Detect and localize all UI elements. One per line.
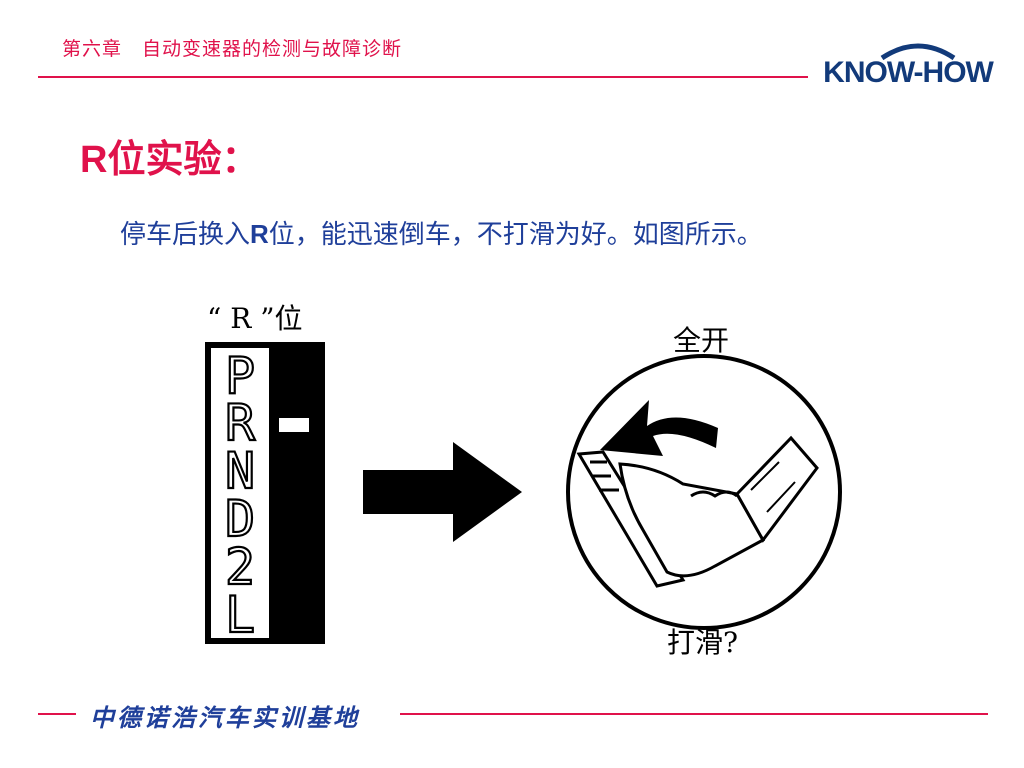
slip-label: 打滑? [667, 626, 738, 659]
gear-label: “ R ”位 [207, 302, 303, 335]
accelerator-pedal-icon [566, 354, 842, 630]
logo-arc-icon [880, 43, 956, 61]
gear-letter-d: D [225, 490, 255, 548]
full-open-label: 全开 [673, 324, 729, 357]
gear-letter-p: P [225, 347, 255, 405]
footer-divider-left [38, 713, 76, 715]
right-arrow-icon [363, 442, 522, 542]
gear-letter-l: L [225, 586, 255, 644]
logo-text: KNOW-HOW [823, 56, 994, 89]
slide-heading: R位实验： [80, 139, 260, 181]
gear-position-marker [279, 418, 309, 432]
gear-indicator-panel: P R N D 2 L [205, 342, 325, 645]
gear-letter-2: 2 [225, 538, 255, 596]
chapter-title: 第六章 自动变速器的检测与故障诊断 [62, 38, 403, 60]
description-bold: R [250, 219, 269, 249]
description-suffix: 位，能迅速倒车，不打滑为好。如图所示。 [268, 220, 763, 250]
header-divider [38, 76, 808, 78]
gear-letter-r: R [225, 394, 256, 452]
know-how-logo: KNOW-HOW [820, 38, 996, 94]
footer-text: 中德诺浩汽车实训基地 [90, 703, 360, 732]
gear-letter-n: N [225, 442, 255, 500]
description-text: 停车后换入R位，能迅速倒车，不打滑为好。如图所示。 [120, 214, 763, 251]
r-position-illustration: “ R ”位 P R N D 2 L 全开 [195, 290, 855, 660]
description-prefix: 停车后换入 [120, 220, 251, 250]
footer-divider-right [400, 713, 988, 715]
